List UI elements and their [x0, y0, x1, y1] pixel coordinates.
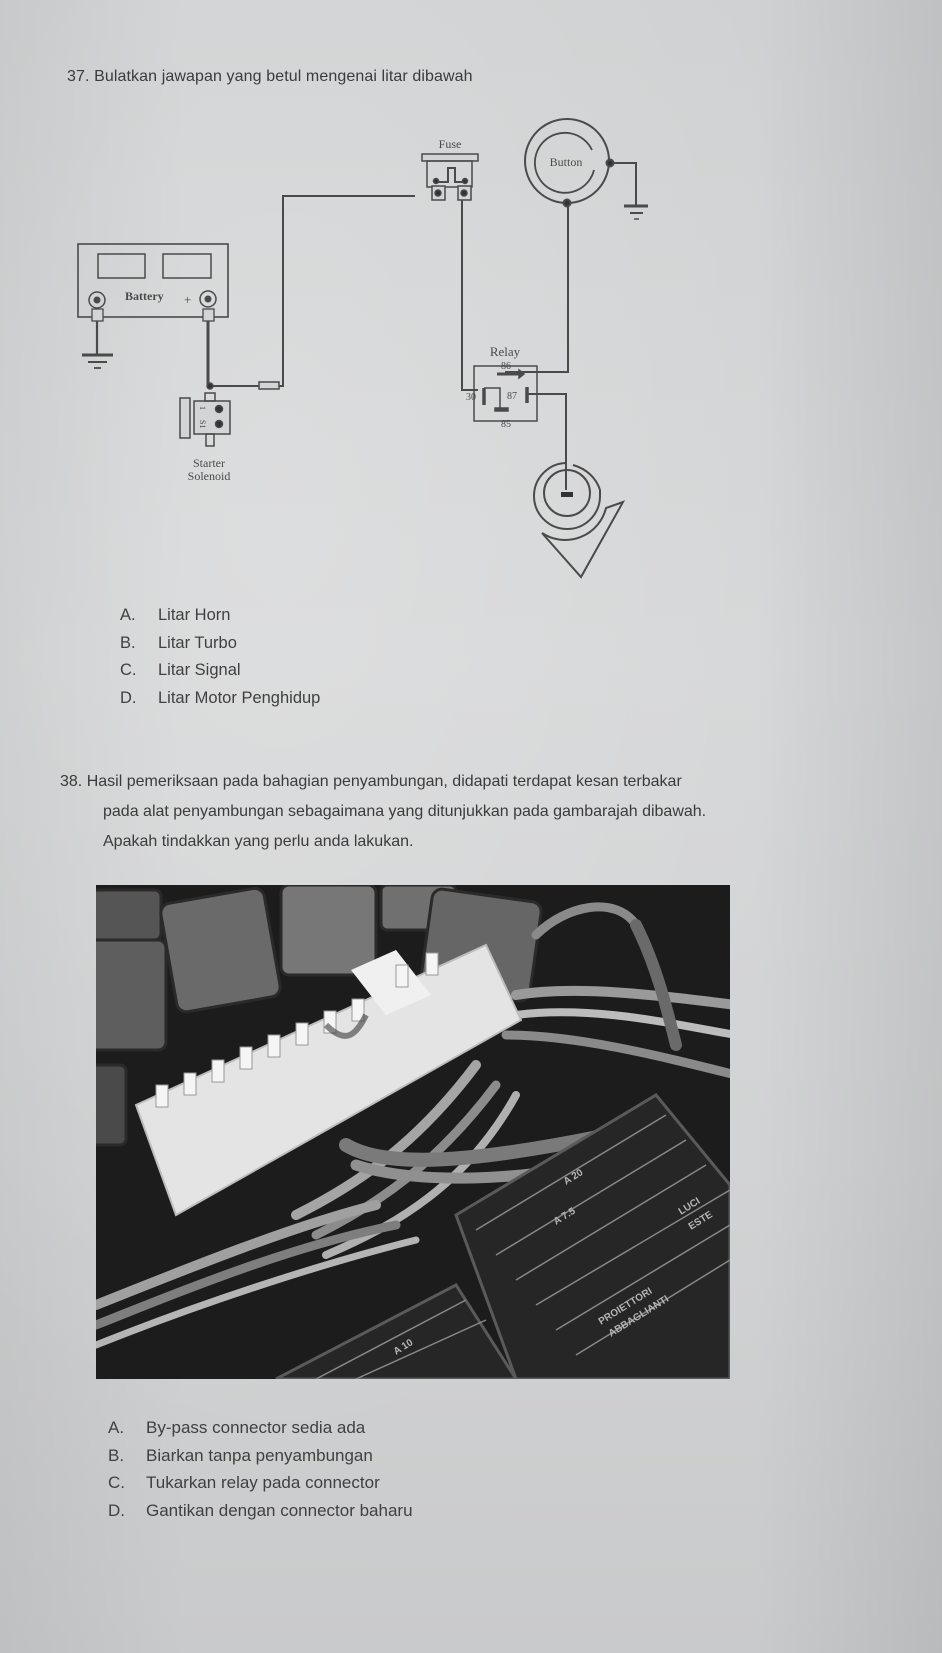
question-38-options: A.By-pass connector sedia ada B.Biarkan …	[108, 1418, 413, 1528]
horn	[533, 462, 626, 579]
inline-connector	[258, 381, 280, 390]
option-d[interactable]: D.Litar Motor Penghidup	[120, 688, 321, 707]
solenoid-label: Solenoid	[188, 469, 231, 483]
fuse-label: Fuse	[439, 137, 462, 151]
option-b[interactable]: B.Biarkan tanpa penyambungan	[108, 1445, 373, 1465]
svg-text:87: 87	[507, 391, 517, 402]
button	[524, 118, 615, 208]
question-37-number: 37.	[67, 68, 90, 85]
option-a[interactable]: A.By-pass connector sedia ada	[108, 1418, 366, 1437]
relay-label: Relay	[490, 344, 521, 359]
svg-text:+: +	[184, 292, 191, 307]
option-b[interactable]: B.Litar Turbo	[120, 633, 237, 652]
question-38-text: 38. Hasil pemeriksaan pada bahagian peny…	[60, 773, 707, 850]
battery-label: Battery	[125, 289, 164, 303]
question-37-text: Bulatkan jawapan yang betul mengenai lit…	[94, 68, 473, 85]
option-c[interactable]: C.Litar Signal	[120, 661, 241, 679]
question-38-number: 38.	[60, 773, 83, 790]
svg-text:1: 1	[198, 406, 207, 410]
question-37-title: 37. Bulatkan jawapan yang betul mengenai…	[67, 68, 473, 86]
fuse	[421, 153, 479, 201]
battery	[77, 243, 229, 386]
button-label: Button	[550, 155, 583, 169]
question-37-options: A.Litar Horn B.Litar Turbo C.Litar Signa…	[120, 606, 320, 716]
horn-circuit-diagram: Battery + 1 S1 Starter Solenoid Fuse But…	[77, 118, 648, 579]
svg-text:S1: S1	[198, 420, 207, 428]
burnt-connector-photo: A 20 A 7.5 A 10 LUCI PROIETTORI ABBAGLIA…	[96, 885, 730, 1379]
starter-solenoid	[179, 382, 231, 447]
ground-symbol	[624, 204, 648, 220]
option-d[interactable]: D.Gantikan dengan connector baharu	[108, 1500, 413, 1520]
starter-label: Starter	[193, 456, 225, 470]
svg-text:30: 30	[466, 392, 476, 403]
svg-text:85: 85	[501, 419, 511, 430]
burnt-connector	[134, 943, 523, 1217]
option-a[interactable]: A.Litar Horn	[120, 606, 231, 624]
option-c[interactable]: C.Tukarkan relay pada connector	[108, 1473, 380, 1492]
svg-text:86: 86	[501, 361, 511, 372]
relay	[473, 365, 538, 422]
